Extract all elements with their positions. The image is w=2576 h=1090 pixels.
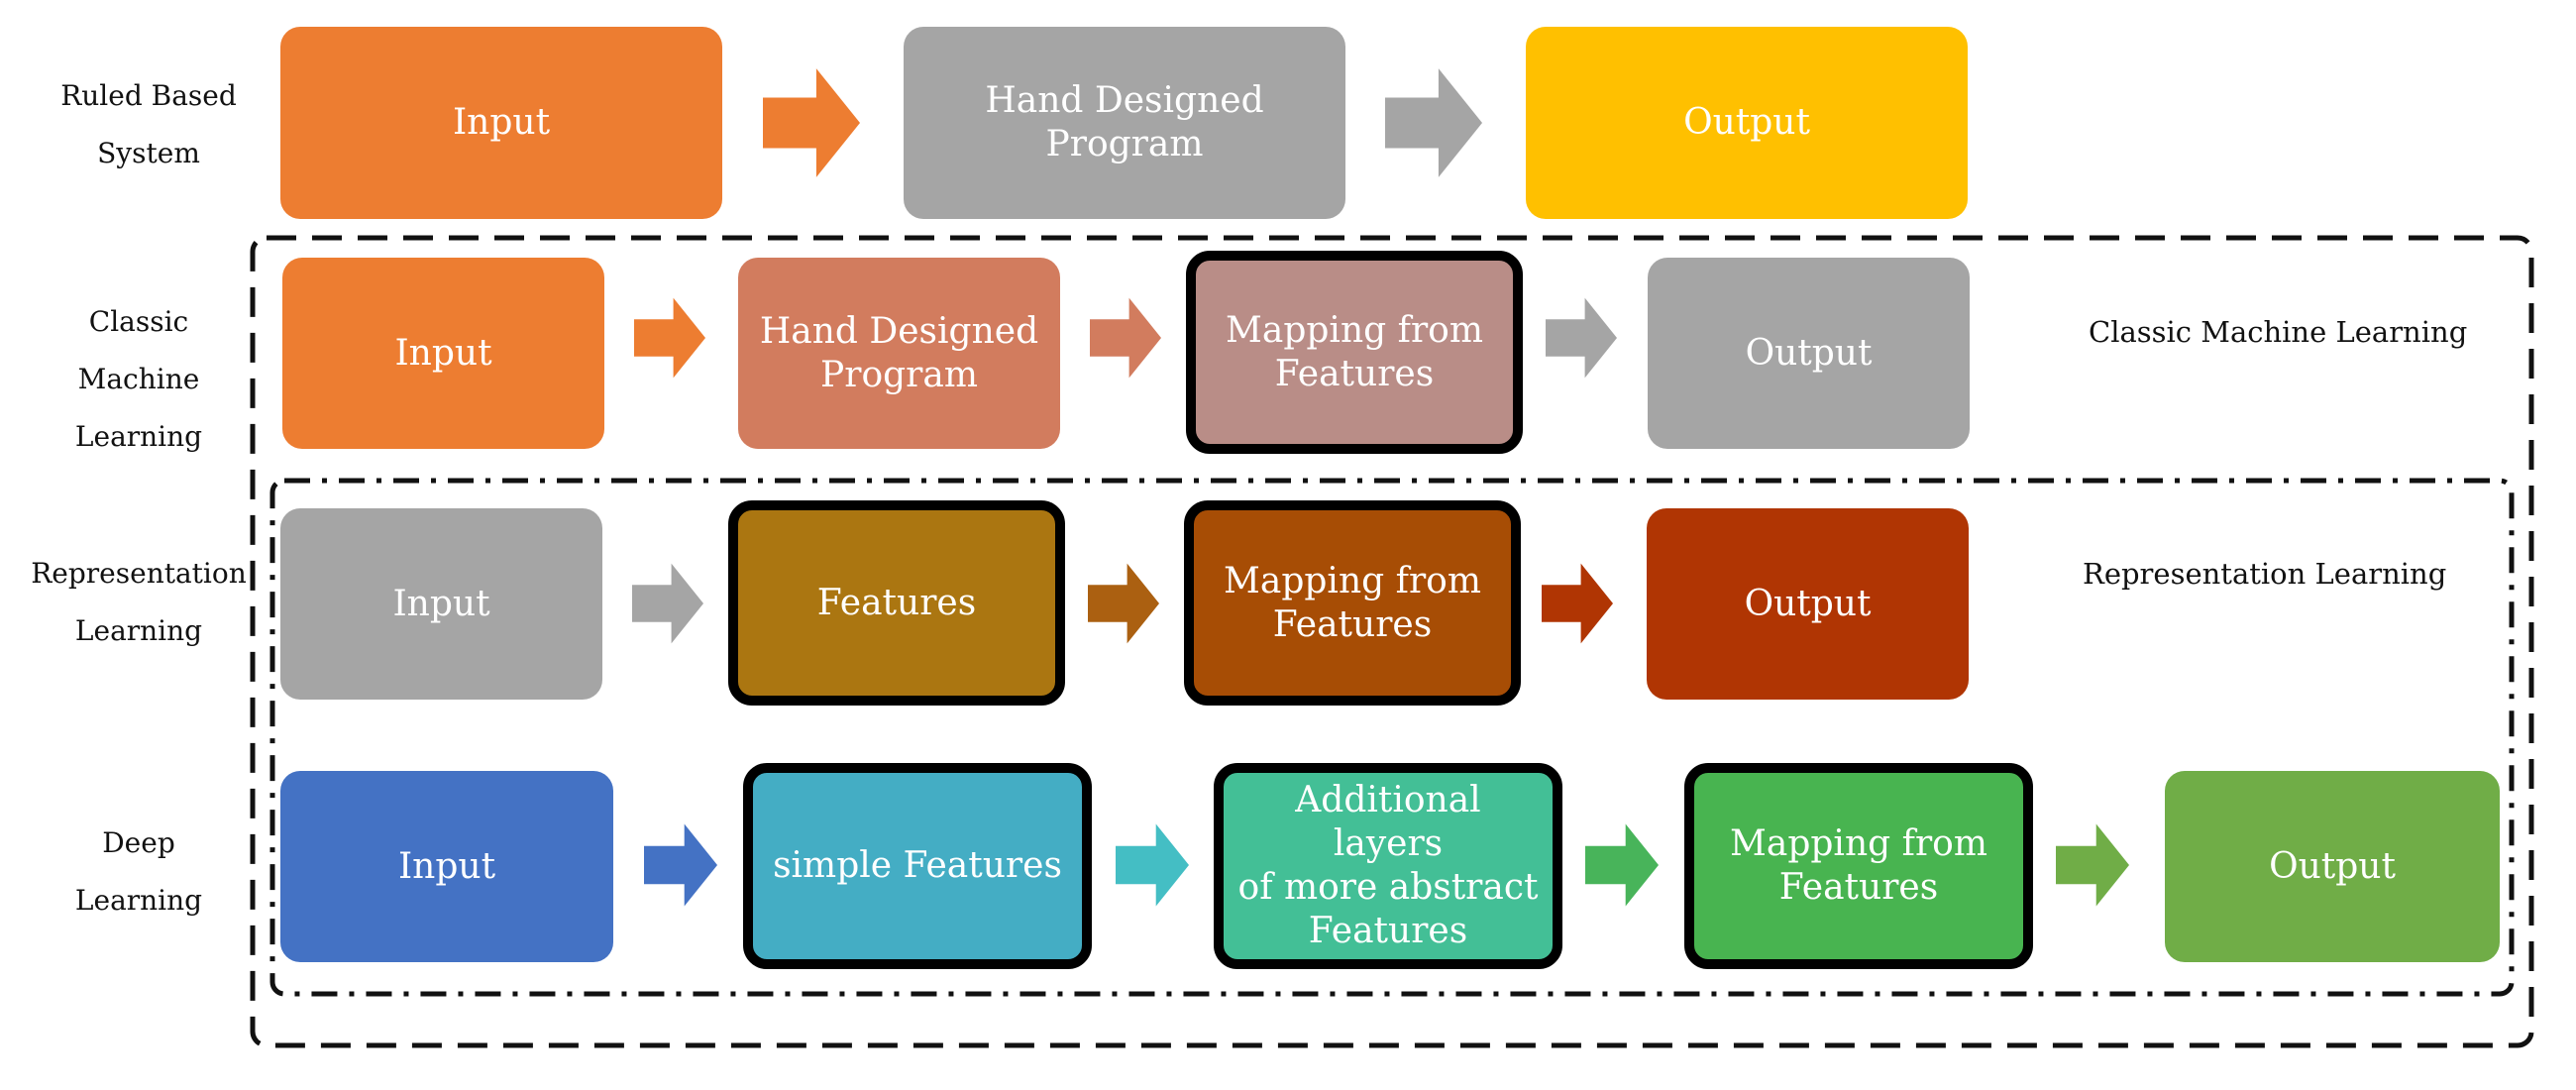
rule-program-box: Hand Designed Program [904,27,1345,219]
row-label-representation: Representation Learning [31,557,247,647]
deep-input-box: Input [280,771,613,962]
classic-arrow-2 [1090,297,1161,379]
classic-ml-region-label: Classic Machine Learning [2089,315,2468,349]
deep-mapping-box: Mapping from Features [1684,763,2033,969]
classic-mapping-box: Mapping from Features [1186,251,1523,454]
classic-ml-region-frame [250,235,2534,1048]
representation-features-box: Features [728,500,1065,706]
rule-arrow-2 [1385,67,1482,178]
representation-arrow-2 [1088,563,1159,644]
deep-simple-features-box: simple Features [743,763,1092,969]
classic-arrow-1 [634,297,705,379]
classic-arrow-3 [1546,297,1617,379]
classic-output-box: Output [1648,258,1970,449]
row-label-classic-ml: Classic Machine Learning [74,305,203,453]
rule-input-box: Input [280,27,722,219]
deep-abstract-features-box: Additional layers of more abstract Featu… [1214,763,1562,969]
deep-output-box: Output [2165,771,2500,962]
representation-mapping-box: Mapping from Features [1184,500,1521,706]
deep-arrow-4 [2056,822,2129,908]
representation-region-label: Representation Learning [2083,557,2447,591]
classic-input-box: Input [282,258,604,449]
classic-program-box: Hand Designed Program [738,258,1060,449]
rule-arrow-1 [763,67,860,178]
rule-output-box: Output [1526,27,1968,219]
deep-arrow-2 [1116,822,1189,908]
representation-arrow-3 [1542,563,1613,644]
deep-arrow-3 [1585,822,1659,908]
deep-arrow-1 [644,822,717,908]
row-label-deep-learning: Deep Learning [74,826,203,917]
row-label-rule-based: Ruled Based System [60,79,237,169]
representation-region-frame [269,478,2515,997]
representation-output-box: Output [1647,508,1969,700]
representation-input-box: Input [280,508,602,700]
representation-arrow-1 [632,563,703,644]
